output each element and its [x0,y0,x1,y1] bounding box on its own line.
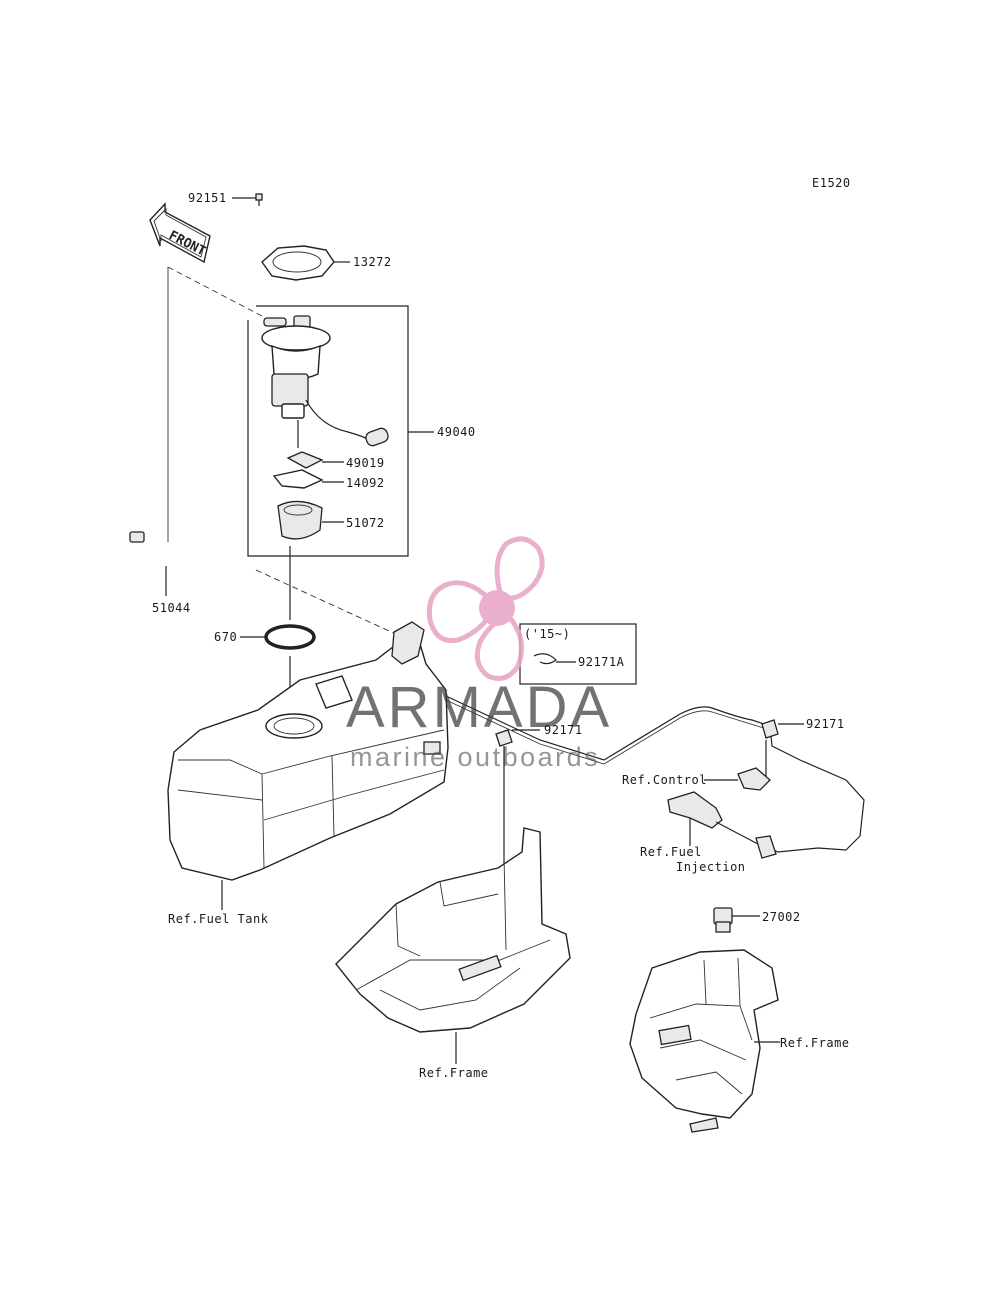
label-ref-fuel-injection-line1: Ref.Fuel [640,845,702,859]
screw-92151-part [232,193,263,206]
pump-assembly-bracket [247,305,434,557]
label-49040: 49040 [437,425,476,439]
serial-note-text: ('15~) [524,627,571,641]
hose-51044-part [129,531,401,637]
label-14092: 14092 [346,476,385,490]
cup-51072-part [277,500,344,540]
o-ring-670-part [240,624,316,650]
label-92151: 92151 [188,191,227,205]
label-ref-fuel-injection-line2: Injection [676,860,746,874]
label-670: 670 [214,630,238,644]
label-92171-right: 92171 [806,717,845,731]
label-92171A: 92171A [578,655,625,669]
label-ref-frame-right: Ref.Frame [780,1036,850,1050]
fuel-tank-part [167,621,449,881]
label-92171-center: 92171 [544,723,583,737]
watermark-propeller-icon [426,536,545,681]
fuel-pump-assembly-part [261,315,389,448]
diagram-code: E1520 [812,176,851,190]
label-49019: 49019 [346,456,385,470]
fuel-injection-part [667,791,777,859]
label-ref-frame-center: Ref.Frame [419,1066,489,1080]
watermark-tagline: marine outboards [350,742,601,772]
filter-14092-part [272,469,344,489]
label-ref-fuel-tank: Ref.Fuel Tank [168,912,269,926]
label-51044: 51044 [152,601,191,615]
right-frame-part [629,949,780,1133]
label-27002: 27002 [762,910,801,924]
label-51072: 51072 [346,516,385,530]
watermark-brand: ARMADA [346,675,613,740]
label-13272: 13272 [353,255,392,269]
switch-27002-part [713,907,760,933]
filter-49019-part [286,451,344,469]
label-ref-control: Ref.Control [622,773,707,787]
front-arrow-icon: FRONT [149,202,211,264]
center-frame-part [335,827,571,1064]
gasket-plate-13272-part [261,245,350,281]
throttle-cable-part [445,695,865,853]
